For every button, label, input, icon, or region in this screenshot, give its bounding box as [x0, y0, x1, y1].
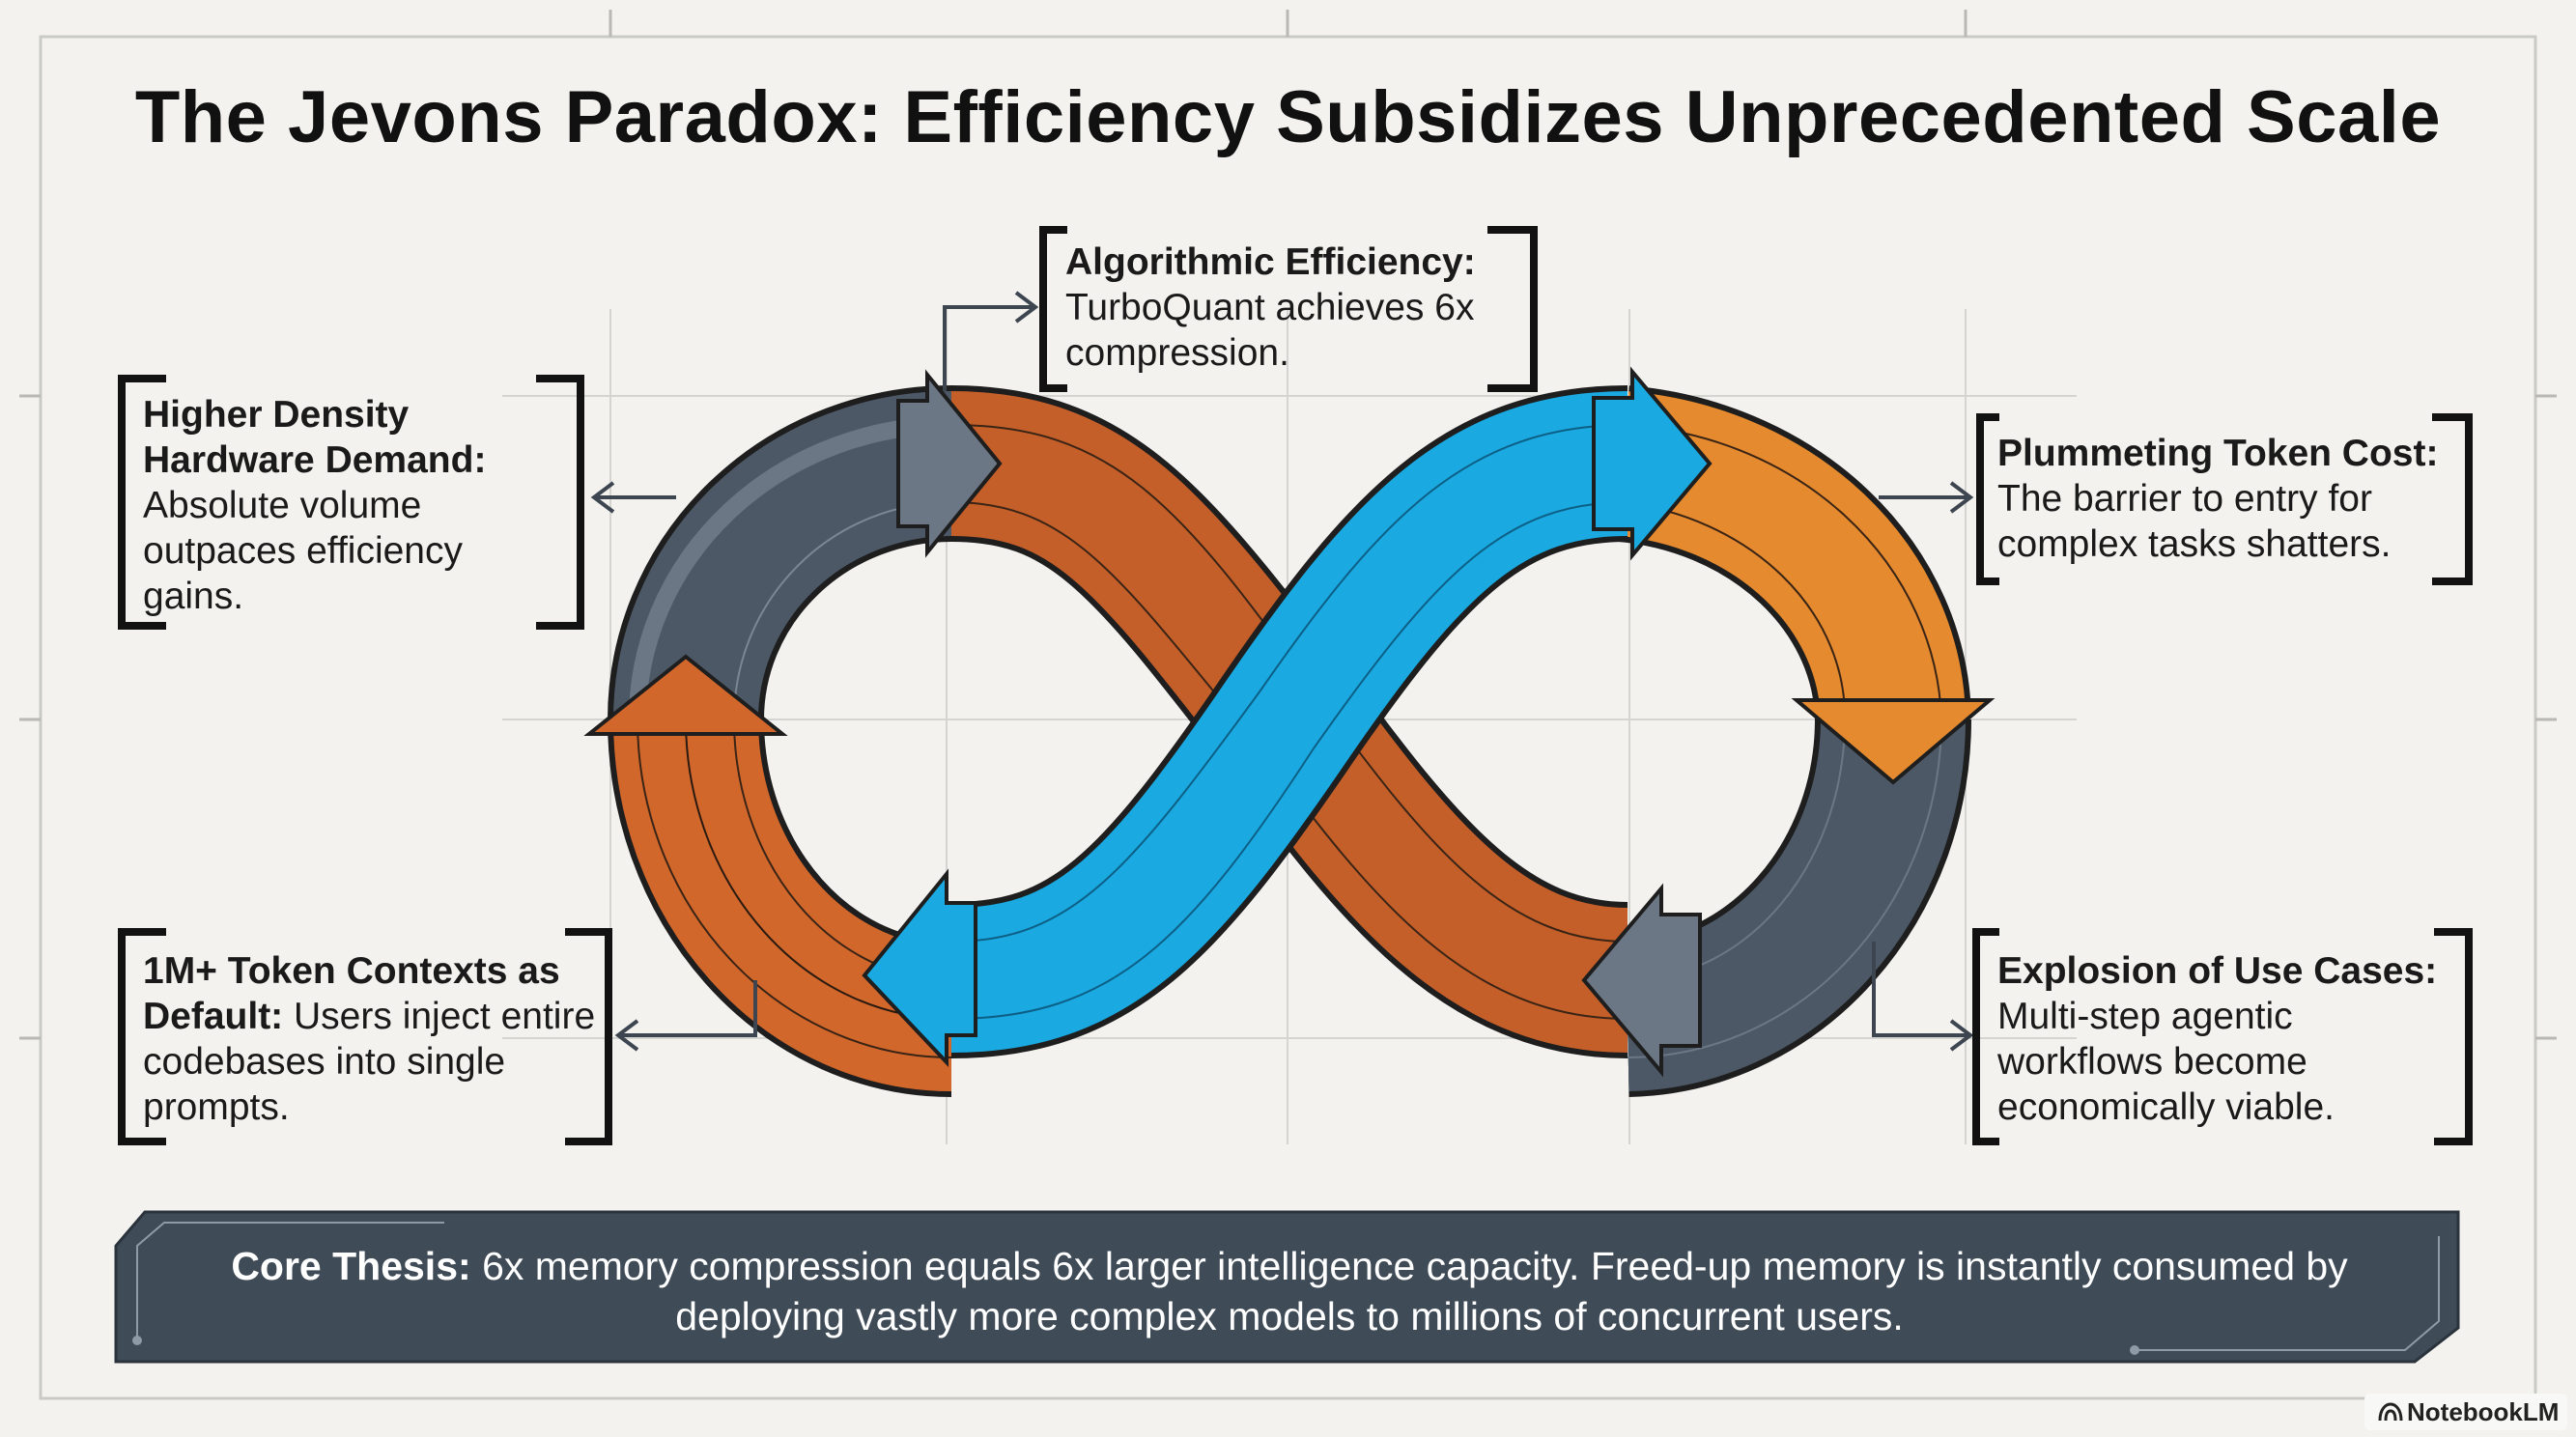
callout-body: Multi-step agentic workflows become econ…	[1997, 996, 2335, 1128]
arrowhead-slate-top	[896, 369, 1003, 558]
connector-algorithmic-efficiency	[943, 305, 1033, 391]
bracket-token-cost	[1976, 413, 2473, 585]
bracket-hardware-demand	[118, 375, 584, 630]
callout-heading: Algorithmic Efficiency:	[1065, 241, 1476, 283]
callout-heading: Explosion of Use Cases:	[1997, 950, 2438, 992]
connector-arrows	[590, 291, 1974, 1052]
callout-token-cost: Plummeting Token Cost: The barrier to en…	[1997, 431, 2461, 567]
arrowhead-blue-bottom-left	[862, 868, 977, 1068]
callout-use-cases: Explosion of Use Cases: Multi-step agent…	[1997, 948, 2442, 1130]
frame-tick-marks	[19, 10, 2557, 1040]
arrowhead-orange-left	[583, 654, 788, 736]
callout-token-contexts: 1M+ Token Contexts as Default: Users inj…	[143, 948, 597, 1130]
callout-heading: Higher Density Hardware Demand:	[143, 394, 487, 481]
callout-hardware-demand: Higher Density Hardware Demand: Absolute…	[143, 392, 549, 619]
callout-body: The barrier to entry for complex tasks s…	[1997, 478, 2392, 565]
notebooklm-logo-icon	[2378, 1402, 2403, 1422]
callout-heading: Plummeting Token Cost:	[1997, 433, 2439, 474]
callout-heading: 1M+ Token Contexts as Default:	[143, 950, 560, 1037]
callout-algorithmic-efficiency: Algorithmic Efficiency: TurboQuant achie…	[1065, 240, 1490, 376]
connector-use-cases	[1872, 942, 1970, 1037]
callout-brackets	[118, 226, 2473, 1145]
page-title: The Jevons Paradox: Efficiency Subsidize…	[134, 76, 2442, 158]
callout-body: Users inject entire codebases into singl…	[143, 996, 596, 1128]
brand-label: NotebookLM	[2407, 1397, 2560, 1426]
connector-token-contexts	[618, 980, 757, 1037]
bracket-algorithmic-efficiency	[1039, 226, 1538, 392]
callout-body: Absolute volume outpaces efficiency gain…	[143, 485, 463, 617]
thesis-body: 6x memory compression equals 6x larger i…	[482, 1244, 2348, 1338]
arrowhead-blue-top-right	[1592, 366, 1713, 561]
callout-body: TurboQuant achieves 6x compression.	[1065, 287, 1475, 374]
infinity-loop	[583, 366, 1996, 1097]
loop-segment-blue-diagonal	[949, 385, 1629, 1058]
bracket-use-cases	[1972, 928, 2473, 1145]
bracket-token-contexts	[118, 928, 612, 1145]
arrowhead-orange-right	[1791, 698, 1996, 785]
arrowhead-slate-bottom-right	[1581, 883, 1702, 1078]
core-thesis-text: Core Thesis: 6x memory compression equal…	[145, 1241, 2434, 1341]
notebooklm-badge: NotebookLM	[2364, 1394, 2567, 1430]
core-thesis-banner	[114, 1210, 2460, 1364]
thesis-heading: Core Thesis:	[231, 1244, 471, 1288]
loop-segment-orange-bottom-left	[608, 718, 953, 1097]
